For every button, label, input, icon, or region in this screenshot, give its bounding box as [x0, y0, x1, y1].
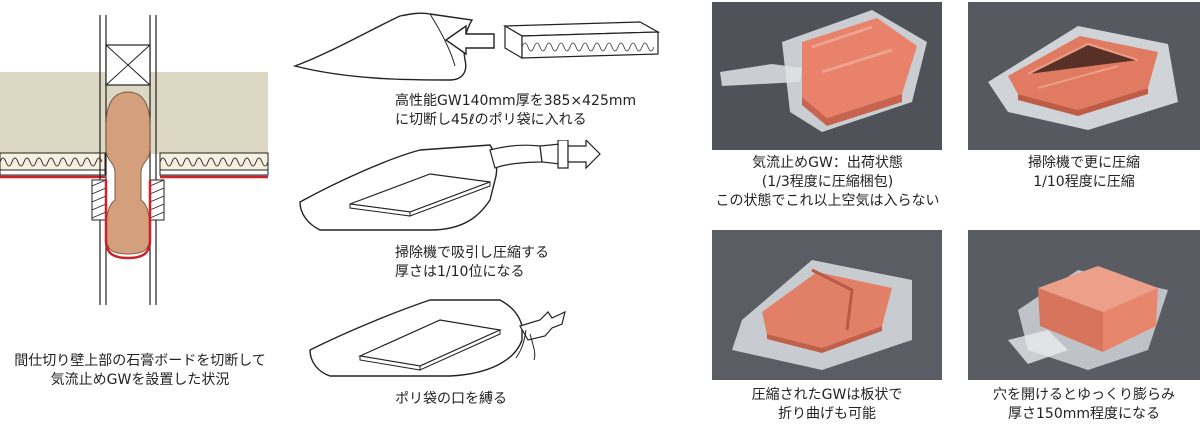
photo3-caption: 圧縮されたGWは板状で 折り曲げも可能 [751, 387, 903, 422]
photo2-caption: 掃除機で更に圧縮 1/10程度に圧縮 [1028, 155, 1140, 190]
wall-section-drawing [0, 15, 269, 305]
step2-drawing [299, 140, 601, 231]
gw-board-flat-2 [357, 319, 503, 371]
insulation-strip [0, 152, 269, 171]
ceiling-joist-blocks [91, 179, 165, 221]
bag-knot [515, 310, 566, 361]
insert-arrow [444, 24, 495, 56]
step3-caption: ポリ袋の口を縛る [395, 391, 507, 407]
photo4-caption: 穴を開けるとゆっくり膨らみ 厚さ150mm程度になる [993, 387, 1175, 422]
gw-board [502, 21, 661, 60]
photo1-caption: 気流止めGW：出荷状態 (1/3程度に圧縮梱包) この状態でこれ以上空気は入らな… [715, 155, 940, 209]
step2-caption: 掃除機で吸引し圧縮する 厚さは1/10位になる [395, 245, 549, 280]
air-stop-gw [105, 91, 151, 255]
poly-bag-open [292, 12, 474, 81]
vacuum-hose [489, 140, 601, 170]
photo-shipping-state [712, 2, 942, 150]
wall-section-caption: 間仕切り壁上部の石膏ボードを切断して 気流止めGWを設置した状況 [14, 353, 266, 388]
photo-foldable [712, 230, 942, 380]
step1-caption: 高性能GW140mm厚を385×425mm に切断し45ℓのポリ袋に入れる [395, 93, 637, 128]
step3-drawing [309, 299, 566, 377]
gw-board-flat [349, 173, 491, 217]
step1-drawing [292, 12, 661, 81]
photo-expanded [968, 230, 1200, 380]
photo-vacuum-compressed [968, 2, 1200, 150]
